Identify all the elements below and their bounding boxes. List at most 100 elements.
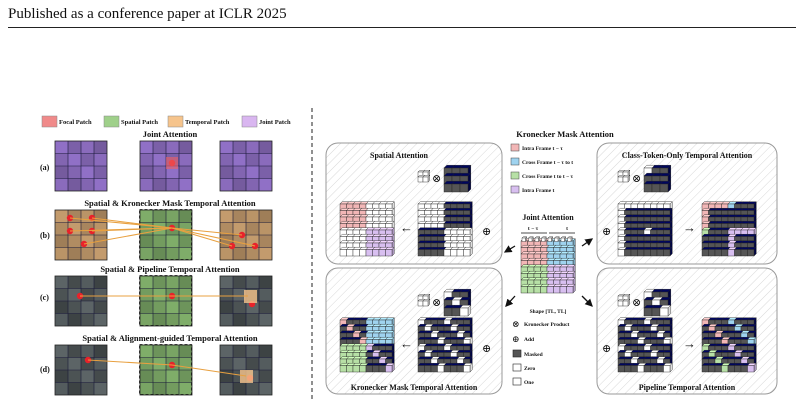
op-add-symbol: ⊕ <box>512 334 520 344</box>
left-connection-lines <box>69 217 256 377</box>
d-line-2 <box>171 364 247 377</box>
joint-axis-left: t − τ <box>528 226 539 232</box>
legend-swatch-spatial <box>103 115 120 128</box>
row-a-title: Joint Attention <box>143 129 198 139</box>
ops-legend: ⊗ Kronecker Product ⊕ Add Masked Zero On… <box>512 319 570 386</box>
arrow-classtoken: → <box>683 220 696 235</box>
frame-legend-0: Intra Frame t − τ <box>522 146 563 152</box>
diag-to-kronecker <box>505 295 516 307</box>
d-dst-patch <box>240 370 253 383</box>
op-masked-cube <box>512 349 522 358</box>
grid-a-0 <box>54 140 108 192</box>
legend-label-joint: Joint Patch <box>259 119 291 126</box>
svg-text:⊗: ⊗ <box>632 173 641 185</box>
diag-to-pipeline <box>581 295 593 307</box>
add-kronecker: ⊕ <box>482 343 491 355</box>
page-header: Published as a conference paper at ICLR … <box>8 6 287 22</box>
kron-kronecker: ⊗ <box>417 288 472 317</box>
row-c-title: Spatial & Pipeline Temporal Attention <box>100 264 240 274</box>
legend-label-spatial: Spatial Patch <box>121 119 158 126</box>
dash-3 <box>139 344 192 395</box>
dash-2 <box>139 275 192 326</box>
panel-pipeline-title: Pipeline Temporal Attention <box>639 383 736 392</box>
grid-a-2 <box>219 140 273 192</box>
c-dst-patch <box>244 290 257 303</box>
kron-pipeline: ⊗ <box>617 288 672 317</box>
op-kron-symbol: ⊗ <box>512 319 520 329</box>
frame-legend-2: Cross Frame t to t − τ <box>522 174 574 180</box>
kron-class-token: ⊗ <box>617 164 672 193</box>
diag-to-spatial <box>503 245 516 253</box>
b-line2-2 <box>171 227 233 247</box>
grid-b-0 <box>54 209 108 261</box>
op-masked-label: Masked <box>524 352 543 358</box>
matrix-kronecker-result <box>339 317 395 373</box>
matrix-pipeline-mask <box>617 317 673 373</box>
row-a-id: (a) <box>40 163 50 172</box>
b-line2-1 <box>171 227 256 247</box>
op-one-cube <box>512 377 522 386</box>
diag-to-classtoken <box>581 238 594 247</box>
panel-spatial-title: Spatial Attention <box>370 151 429 160</box>
op-one-label: One <box>524 380 534 386</box>
matrix-joint <box>520 238 576 294</box>
legend-label-focal: Focal Patch <box>59 119 92 126</box>
b-line-4 <box>83 227 173 245</box>
arrow-spatial: ← <box>400 220 413 235</box>
joint-title: Joint Attention <box>522 213 574 222</box>
row-c-id: (c) <box>40 293 49 302</box>
kron-spatial: ⊗ <box>417 164 472 193</box>
joint-axis-right: t <box>566 226 568 232</box>
arrow-kronecker: ← <box>400 336 413 351</box>
legend-swatch-focal <box>41 115 58 128</box>
legend-label-temporal: Temporal Patch <box>185 119 230 126</box>
svg-text:⊗: ⊗ <box>432 173 441 185</box>
matrix-classtoken-mask <box>617 201 673 257</box>
row-d-title: Spatial & Alignment-guided Temporal Atte… <box>82 333 257 343</box>
joint-shape: Shape [TL, TL] <box>530 309 567 315</box>
frame-legend: Intra Frame t − τ Cross Frame t − τ to t… <box>510 143 574 194</box>
b-line-3 <box>91 227 173 232</box>
add-classtoken: ⊕ <box>602 226 611 238</box>
add-pipeline: ⊕ <box>602 343 611 355</box>
matrix-spatial-mask <box>417 201 473 257</box>
panel-kronecker-title: Kronecker Mask Temporal Attention <box>351 383 478 392</box>
grid-b-1 <box>139 209 193 261</box>
frame-legend-3: Intra Frame t <box>522 188 555 194</box>
grid-c-0 <box>54 275 108 327</box>
op-kron-label: Kronecker Product <box>524 322 570 328</box>
legend-swatch-joint <box>241 115 258 128</box>
svg-text:⊗: ⊗ <box>432 297 441 309</box>
op-add-label: Add <box>524 337 534 343</box>
left-image-grids <box>54 140 273 396</box>
row-d-id: (d) <box>40 365 50 374</box>
kronecker-title: Kronecker Mask Attention <box>516 129 614 139</box>
grid-d-1 <box>139 344 193 396</box>
left-legend: Focal Patch Spatial Patch Temporal Patch… <box>41 115 291 128</box>
row-b-title: Spatial & Kronecker Mask Temporal Attent… <box>84 198 256 208</box>
focal-a-patch <box>166 157 178 169</box>
matrix-pipeline-result <box>701 317 757 373</box>
svg-text:⊗: ⊗ <box>632 297 641 309</box>
arrow-pipeline: → <box>683 336 696 351</box>
matrix-classtoken-result <box>701 201 757 257</box>
dash-1 <box>139 209 192 260</box>
matrix-kronecker-mask <box>417 317 473 373</box>
d-line-1 <box>87 359 173 366</box>
b-line2-0 <box>171 227 243 236</box>
add-spatial: ⊕ <box>482 226 491 238</box>
legend-swatch-temporal <box>167 115 184 128</box>
right-matrices: ⊗ ⊗ ⊗ ⊗ ← ⊕ ⊕ → ← ⊕ ⊕ → <box>339 164 757 373</box>
header-rule <box>8 27 796 28</box>
grid-c-1 <box>139 275 193 327</box>
b-line-1 <box>91 217 173 229</box>
op-zero-cube <box>512 363 522 372</box>
panel-class-token-title: Class-Token-Only Temporal Attention <box>622 151 753 160</box>
op-zero-label: Zero <box>524 366 535 372</box>
row-b-id: (b) <box>40 231 50 240</box>
grid-b-2 <box>219 209 273 261</box>
matrix-spatial-result <box>339 201 395 257</box>
frame-legend-1: Cross Frame t − τ to t <box>522 160 573 166</box>
grid-d-0 <box>54 344 108 396</box>
